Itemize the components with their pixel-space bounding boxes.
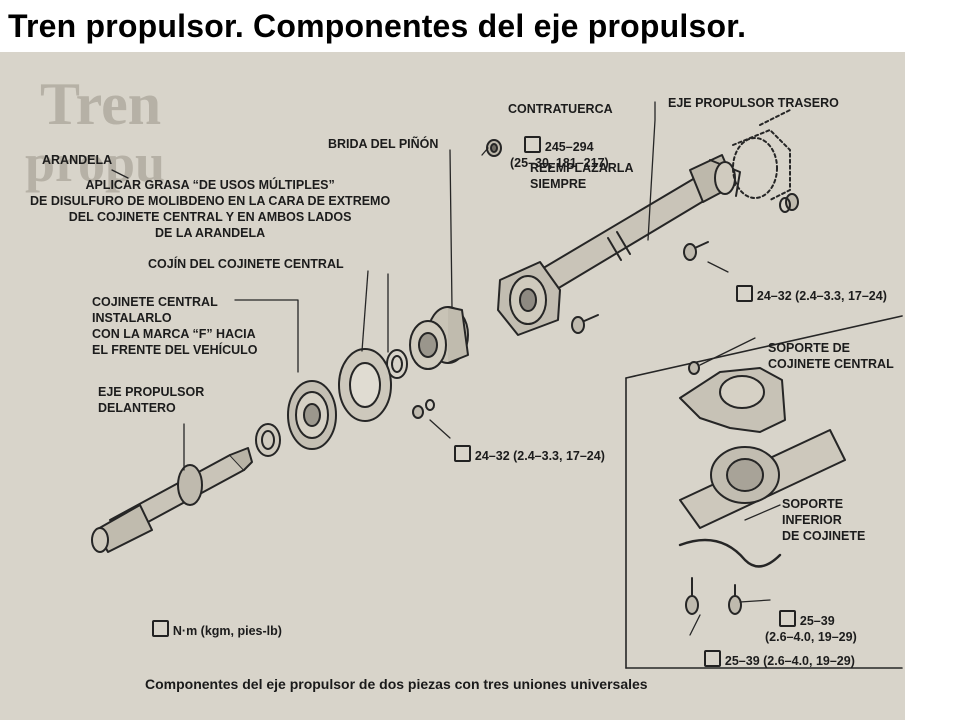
torque-contratuerca: 245–294 (25–30, 181–217)	[510, 120, 609, 187]
label-cojinete-central: COJINETE CENTRAL INSTALARLO CON LA MARCA…	[92, 295, 258, 357]
torque-wrench-icon	[453, 445, 471, 462]
ghost-heading: Tren	[40, 71, 162, 137]
label-cojin: COJÍN DEL COJINETE CENTRAL	[148, 257, 344, 271]
center-bearing	[287, 380, 337, 450]
rear-universal-joint	[689, 154, 741, 203]
torque-wrench-icon	[523, 136, 541, 153]
exploded-driveshaft-drawing	[91, 101, 903, 669]
label-arandela: ARANDELA	[42, 153, 113, 167]
nuts-center	[412, 399, 435, 419]
page-edge	[905, 0, 960, 720]
ghost-heading: propu	[25, 133, 166, 193]
label-brida: BRIDA DEL PIÑÓN	[328, 137, 439, 151]
label-soporte-central: SOPORTE DE COJINETE CENTRAL	[768, 341, 894, 371]
label-grasa: APLICAR GRASA “DE USOS MÚLTIPLES” DE DIS…	[30, 178, 391, 240]
front-shaft	[91, 447, 253, 553]
legend-units: N·m (kgm, pies-lb)	[138, 604, 282, 655]
center-yoke	[497, 261, 561, 336]
torque-wrench-icon	[703, 650, 721, 667]
label-eje-trasero: EJE PROPULSOR TRASERO	[668, 96, 839, 110]
torque-wrench-icon	[735, 285, 753, 302]
rear-differential-flange	[732, 129, 791, 201]
locknut	[486, 139, 502, 157]
rear-shaft	[539, 174, 713, 293]
figure-caption: Componentes del eje propulsor de dos pie…	[145, 676, 648, 692]
label-contratuerca: CONTRATUERCA	[508, 102, 613, 116]
leader-lines	[111, 101, 781, 636]
torque-wrench-icon	[778, 610, 796, 627]
label-reemplazar: REEMPLAZARLA SIEMPRE	[530, 161, 634, 191]
bolt-center	[571, 314, 599, 334]
diagram-scan: Tren propu	[0, 52, 905, 720]
page-title: Tren propulsor. Componentes del eje prop…	[8, 8, 747, 44]
torque-wrench-icon	[151, 620, 169, 637]
torque-center: 24–32 (2.4–3.3, 17–24)	[440, 429, 605, 480]
label-soporte-inferior: SOPORTE INFERIOR DE COJINETE	[782, 497, 866, 543]
pinion-flange	[409, 306, 469, 370]
torque-upper-right: 24–32 (2.4–3.3, 17–24)	[722, 269, 887, 320]
nut-upper-right	[779, 193, 799, 213]
bolt-mid	[683, 241, 709, 261]
torque-a: 25–39 (2.6–4.0, 19–29)	[765, 594, 857, 661]
center-bearing-cushion	[338, 348, 392, 422]
torque-b: 25–39 (2.6–4.0, 19–29)	[690, 634, 855, 685]
label-eje-delantero: EJE PROPULSOR DELANTERO	[98, 385, 205, 415]
small-ring	[255, 423, 281, 457]
inset-box	[625, 315, 903, 669]
